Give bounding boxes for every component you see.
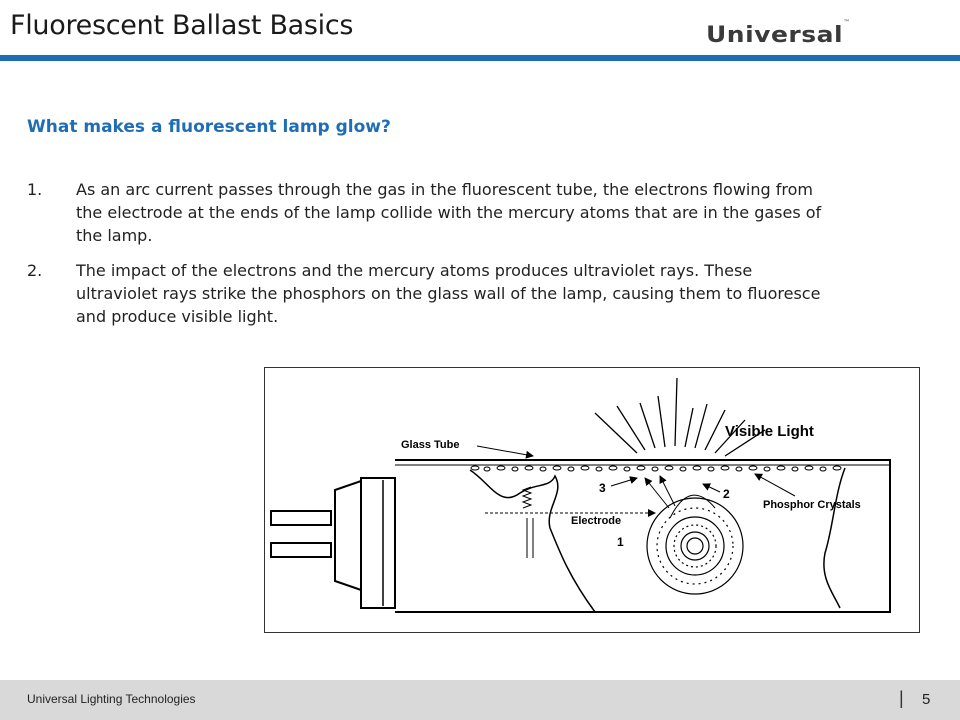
list-item: 1. As an arc current passes through the … <box>27 178 827 247</box>
uv-ray-arrow <box>644 477 670 509</box>
list-item: 2. The impact of the electrons and the m… <box>27 259 827 328</box>
lamp-cap-outer <box>334 479 362 592</box>
label-step-3: 3 <box>599 481 606 495</box>
lamp-pin-top <box>270 510 332 526</box>
visible-light-rays <box>594 377 766 457</box>
step-text: As an arc current passes through the gas… <box>76 180 822 245</box>
logo-text: Universal <box>706 21 844 48</box>
header-rule <box>0 55 960 61</box>
uv-ray-arrow <box>659 475 676 507</box>
mercury-atom <box>646 497 744 595</box>
lamp-pin-bottom <box>270 542 332 558</box>
phosphor-arrow <box>754 473 796 497</box>
cutaway-edge <box>469 469 596 613</box>
label-step-1: 1 <box>617 535 624 549</box>
glass-tube-arrow <box>476 445 534 459</box>
label-phosphor-crystals: Phosphor Crystals <box>763 499 861 511</box>
slide-title: Fluorescent Ballast Basics <box>10 10 354 41</box>
label-glass-tube: Glass Tube <box>401 439 459 451</box>
step-number: 1. <box>27 180 43 199</box>
logo-trademark: ™ <box>843 18 851 26</box>
cutaway-edge-right <box>823 467 846 609</box>
footer-separator: | <box>899 688 904 708</box>
label-step-2: 2 <box>723 487 730 501</box>
page-number: 5 <box>922 691 931 708</box>
section-heading: What makes a fluorescent lamp glow? <box>27 117 391 137</box>
step-text: The impact of the electrons and the merc… <box>76 261 821 326</box>
glass-tube <box>395 459 891 613</box>
steps-list: 1. As an arc current passes through the … <box>27 178 827 340</box>
lamp-diagram-svg: Glass Tube Visible Light Phosphor Crysta… <box>270 377 891 613</box>
label-electrode: Electrode <box>571 515 621 527</box>
phosphor-crystal-band <box>470 465 842 472</box>
footer-company-name: Universal Lighting Technologies <box>27 692 196 706</box>
electrode-filament <box>521 486 534 558</box>
universal-logo: Universal™ <box>706 18 851 48</box>
footer-bar: Universal Lighting Technologies | 5 <box>0 680 960 720</box>
collision-arc <box>669 494 716 519</box>
step-number: 2. <box>27 261 43 280</box>
label-visible-light: Visible Light <box>725 423 814 440</box>
lamp-diagram: Glass Tube Visible Light Phosphor Crysta… <box>264 367 920 633</box>
lamp-cap <box>360 477 396 609</box>
